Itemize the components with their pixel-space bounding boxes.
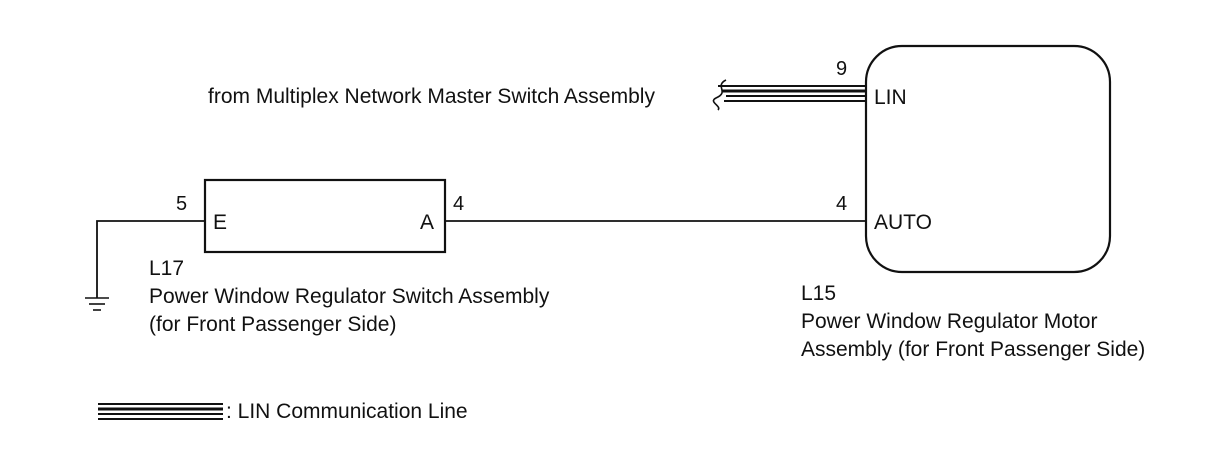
ground-icon [85,297,109,311]
wire-break-symbol [712,79,727,111]
motor-name-line2: Assembly (for Front Passenger Side) [801,338,1145,361]
ground-wire [96,220,205,298]
motor-lin-pin-number: 9 [836,58,847,80]
motor-assembly-box [864,44,1112,274]
switch-name-line2: (for Front Passenger Side) [149,313,396,336]
motor-name-line1: Power Window Regulator Motor [801,310,1097,333]
switch-e-pin-name: E [213,211,227,234]
motor-code: L15 [801,282,836,305]
switch-a-pin-number: 4 [453,193,464,215]
switch-e-pin-number: 5 [176,193,187,215]
legend-line-sample [98,403,223,420]
lin-communication-wire [718,85,866,102]
motor-auto-pin-number: 4 [836,193,847,215]
motor-auto-pin-name: AUTO [874,211,932,234]
switch-code: L17 [149,257,184,280]
legend-label: : LIN Communication Line [226,400,468,423]
source-note: from Multiplex Network Master Switch Ass… [208,85,655,108]
switch-a-pin-name: A [420,211,434,234]
switch-assembly-box [203,178,447,254]
motor-lin-pin-name: LIN [874,86,907,109]
switch-name-line1: Power Window Regulator Switch Assembly [149,285,550,308]
